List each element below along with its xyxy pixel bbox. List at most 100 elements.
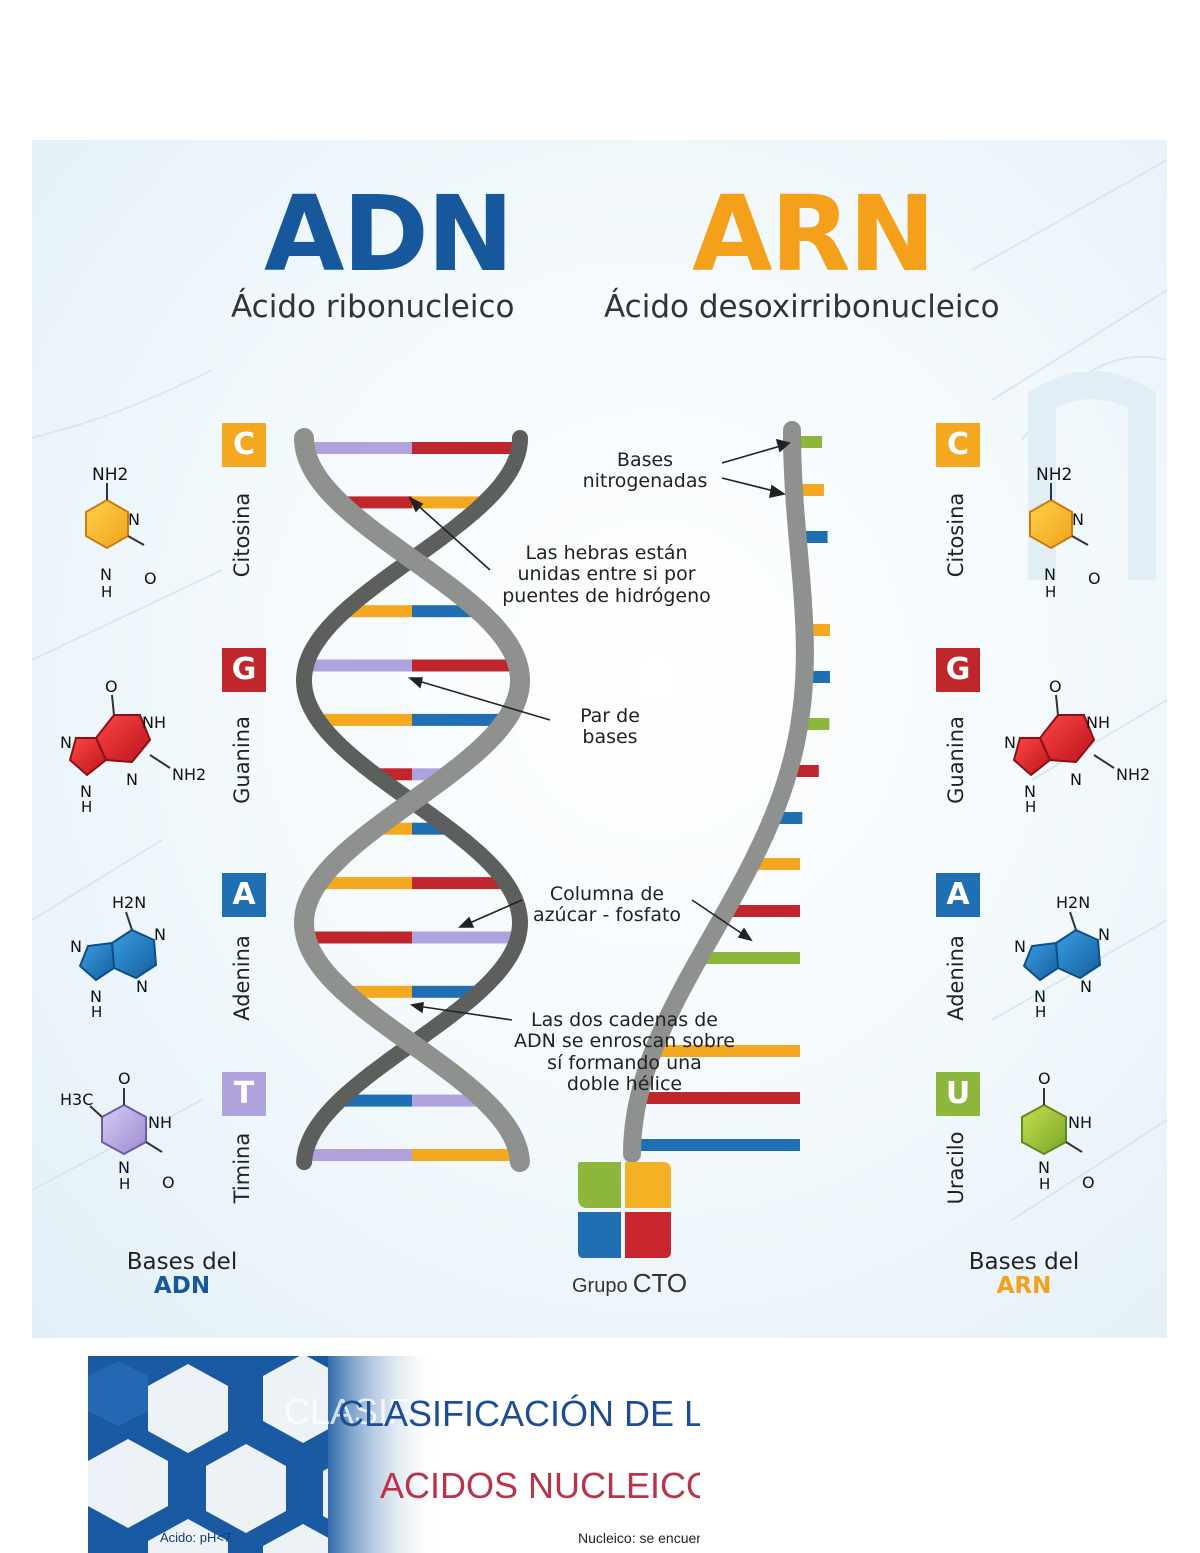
uracilo-atom-o2: O <box>1082 1173 1095 1192</box>
label-line: Las dos cadenas de <box>530 1009 718 1031</box>
label-line: bases <box>582 726 638 749</box>
citosina-atom-h: H <box>1045 583 1056 601</box>
dna-base-segment <box>412 496 485 509</box>
citosina-atom-n2: N <box>1044 565 1056 584</box>
citosina-atom-n: N <box>128 510 140 529</box>
dna-base-segment <box>317 713 412 726</box>
nucleic-acids-infographic: ADN ARN Ácido ribonucleico Ácido desoxir… <box>32 140 1167 1338</box>
rna-base-segment <box>699 952 800 964</box>
banner-title-line2: ACIDOS NUCLEICOS <box>380 1465 700 1506</box>
citosina-atom-n: N <box>1072 510 1084 529</box>
molecule-structures: NH2 N N H O O NH N NH2 N N H H2N N <box>60 465 1150 1193</box>
adenina-atom-n3: N <box>136 977 148 996</box>
guanina-atom-nh: NH <box>142 713 166 732</box>
timina-molecule: H3C O NH N H O <box>60 1069 175 1193</box>
guanina-atom-n3: N <box>80 782 92 801</box>
dna-base-segment <box>412 985 480 998</box>
adenina-atom-h: H <box>1035 1003 1046 1021</box>
dna-base-segment <box>339 1094 412 1107</box>
guanina-atom-n: N <box>1004 733 1016 752</box>
rna-base-segment <box>638 1092 800 1104</box>
dna-base-segment <box>412 659 518 672</box>
adenina-atom-n4: N <box>90 987 102 1006</box>
adenina-molecule: H2N N N N N H <box>70 893 166 1021</box>
guanina-atom-o: O <box>1049 677 1062 696</box>
uracilo-molecule: O NH N H O <box>1021 1069 1095 1193</box>
timina-atom-nh: NH <box>148 1113 172 1132</box>
logo-text: Grupo CTO <box>572 1270 687 1297</box>
guanina-atom-nh: NH <box>1086 713 1110 732</box>
arn-title: ARN <box>692 173 936 295</box>
dna-base-segment <box>412 931 518 944</box>
adenina-atom-h: H <box>91 1003 102 1021</box>
adenina-molecule: H2N N N N N H <box>1014 893 1110 1021</box>
dna-base-segment <box>304 442 412 454</box>
label-line: unidas entre si por <box>517 563 696 586</box>
logo-text-cto: CTO <box>632 1268 688 1298</box>
label-line: doble hélice <box>566 1072 683 1095</box>
dna-strand-front <box>293 428 530 1172</box>
base-letter-t: T <box>222 1072 266 1116</box>
timina-atom-h3c: H3C <box>60 1090 93 1109</box>
rna-base-segment <box>725 905 800 917</box>
citosina-atom-n2: N <box>100 565 112 584</box>
banner-small-right: Nucleico: se encuentra en el núcleo <box>578 1530 700 1546</box>
guanina-atom-h: H <box>1025 798 1036 816</box>
citosina-atom-h: H <box>101 583 112 601</box>
dna-base-segment <box>317 877 412 890</box>
adenina-atom-n4: N <box>1034 987 1046 1006</box>
uracilo-atom-nh: NH <box>1068 1113 1092 1132</box>
bases-del-arn-name: ARN <box>996 1273 1052 1300</box>
bases-del-adn-name: ADN <box>153 1273 211 1300</box>
guanina-atom-nh2: NH2 <box>1116 765 1150 784</box>
dna-base-segment <box>306 659 412 672</box>
base-letter-g: G <box>222 648 266 692</box>
adn-subtitle: Ácido ribonucleico <box>231 289 515 325</box>
base-letter-a: A <box>936 873 980 917</box>
label-line: sí formando una <box>547 1051 702 1074</box>
grupo-cto-logo-icon <box>578 1162 671 1258</box>
uracilo-atom-h: H <box>1039 1175 1050 1193</box>
logo-text-grupo: Grupo <box>572 1275 628 1297</box>
arn-subtitle: Ácido desoxirribonucleico <box>604 289 1000 325</box>
citosina-atom-nh2: NH2 <box>92 465 128 485</box>
label-cadenas: Las dos cadenas de ADN se enroscan sobre… <box>492 1009 757 1095</box>
banner-small-left: Ácido: pH<7 <box>160 1530 232 1545</box>
dna-base-segment <box>412 713 507 726</box>
citosina-molecule: NH2 N N H O <box>85 465 157 601</box>
hexagon-background <box>88 1356 700 1553</box>
bases-del-label: Bases del <box>968 1249 1080 1275</box>
annotation-arrows <box>407 438 791 1021</box>
adn-title: ADN <box>264 173 514 295</box>
label-line: Bases <box>616 449 674 471</box>
timina-atom-o2: O <box>162 1173 175 1192</box>
citosina-atom-o: O <box>144 569 157 588</box>
base-letter-g: G <box>936 648 980 692</box>
rna-base-segment <box>751 858 800 870</box>
adenina-atom-n2: N <box>70 937 82 956</box>
label-hebras: Las hebras están unidas entre si por pue… <box>484 542 729 607</box>
guanina-molecule: O NH N NH2 N N H <box>60 677 206 816</box>
guanina-atom-n: N <box>60 733 72 752</box>
guanina-atom-n2: N <box>126 770 138 789</box>
label-line: nitrogenadas <box>582 470 708 493</box>
dna-base-segment <box>412 877 507 890</box>
label-line: Columna de <box>549 883 665 905</box>
guanina-atom-nh2: NH2 <box>172 765 206 784</box>
label-line: azúcar - fosfato <box>532 904 682 927</box>
dna-base-segment <box>412 442 520 454</box>
guanina-atom-o: O <box>105 677 118 696</box>
rna-base-segment <box>632 1139 800 1151</box>
bases-del-arn: Bases del ARN <box>944 1250 1104 1298</box>
base-letter-a: A <box>222 873 266 917</box>
rna-bases <box>632 436 830 1151</box>
banner-ghost-text: CLASIF CACIÓN D <box>284 1391 597 1432</box>
uracilo-atom-o: O <box>1038 1069 1051 1088</box>
dna-base-segment <box>304 1149 412 1161</box>
banner-title-line1: CLASIFICACIÓN DE LOS <box>338 1393 700 1434</box>
adenina-atom-n: N <box>1098 925 1110 944</box>
timina-atom-n: N <box>118 1158 130 1177</box>
rna-strand <box>623 421 814 1163</box>
label-line: puentes de hidrógeno <box>502 584 711 607</box>
dna-base-segment <box>344 605 412 618</box>
